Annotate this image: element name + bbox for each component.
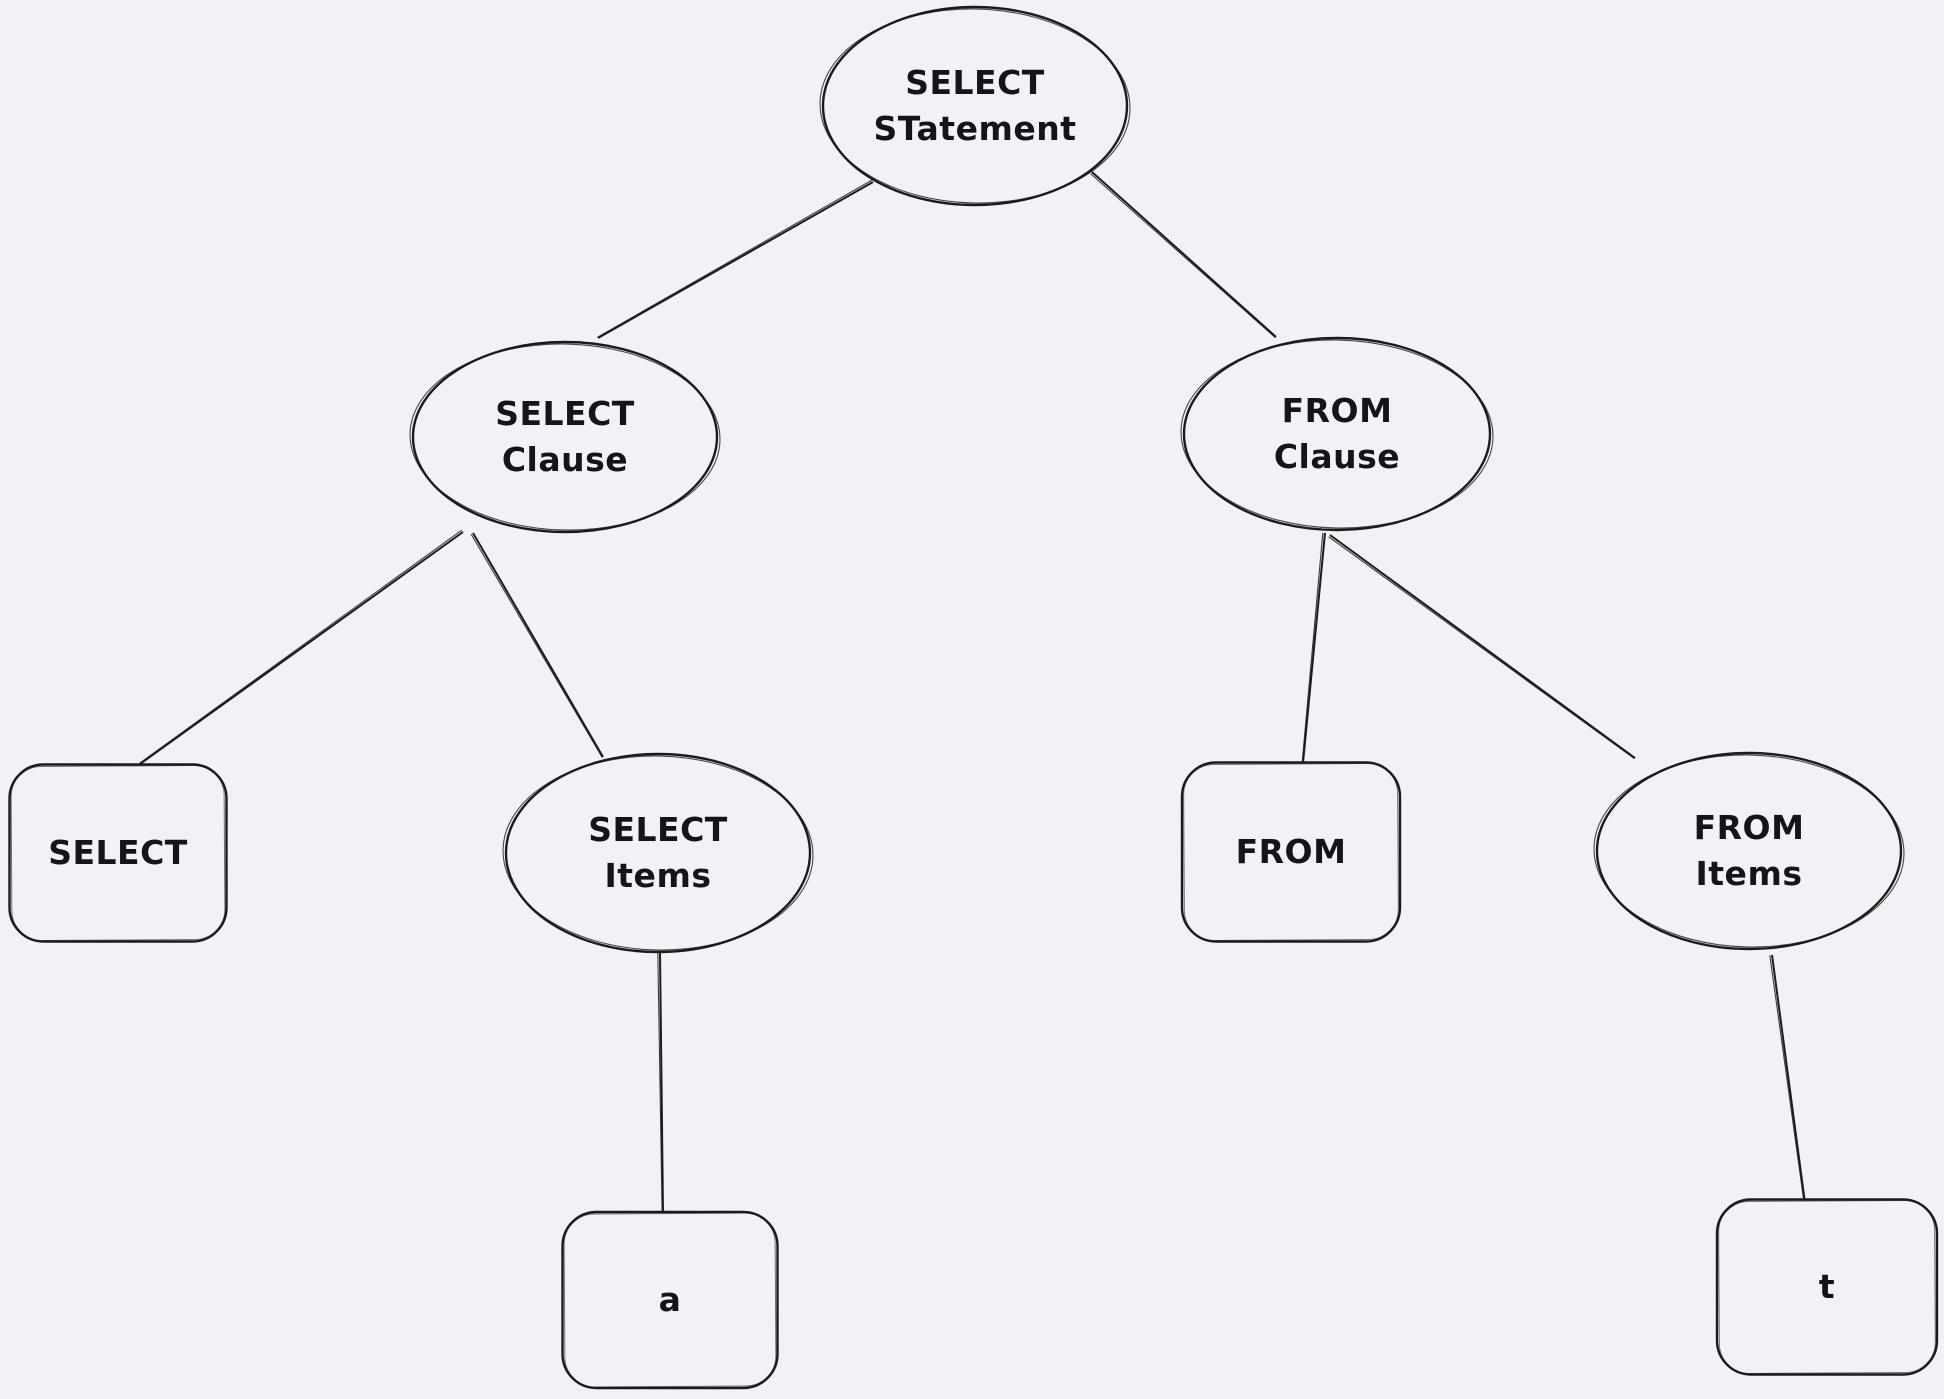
node-select_clause-shape bbox=[411, 340, 719, 534]
node-a_leaf-shape bbox=[561, 1210, 779, 1390]
edge-root-select_clause-sketch-pass bbox=[597, 179, 873, 338]
edge-select_items-a_leaf bbox=[659, 951, 664, 1214]
node-select_items-shape bbox=[504, 752, 812, 954]
node-select_keyword-shape-sketch-pass bbox=[10, 765, 226, 941]
node-from_items-shape-sketch-pass bbox=[1593, 754, 1905, 948]
edge-from_clause-from_items bbox=[1329, 534, 1636, 759]
node-from_items-shape bbox=[1595, 751, 1903, 951]
edge-root-select_clause bbox=[597, 181, 874, 339]
node-a_leaf-shape-sketch-pass bbox=[563, 1212, 777, 1388]
node-select_items-shape-sketch-pass bbox=[502, 755, 814, 951]
edge-from_clause-from_keyword-sketch-pass bbox=[1301, 532, 1324, 763]
node-root-shape-sketch-pass bbox=[819, 8, 1131, 204]
edge-from_clause-from_keyword bbox=[1302, 532, 1326, 764]
node-select_clause-shape-sketch-pass bbox=[409, 343, 721, 531]
edge-from_items-t_leaf bbox=[1771, 954, 1806, 1204]
edge-select_clause-select_keyword bbox=[139, 531, 464, 765]
edge-from_clause-from_items-sketch-pass bbox=[1328, 536, 1635, 760]
node-from_keyword-shape-sketch-pass bbox=[1183, 763, 1399, 941]
edge-select_items-a_leaf-sketch-pass bbox=[657, 952, 663, 1214]
edge-select_clause-select_items-sketch-pass bbox=[470, 533, 603, 758]
node-root-shape bbox=[821, 5, 1129, 207]
node-from_clause-shape bbox=[1182, 336, 1492, 532]
edge-select_clause-select_keyword-sketch-pass bbox=[139, 529, 463, 764]
node-from_keyword-shape bbox=[1180, 761, 1402, 943]
edge-from_items-t_leaf-sketch-pass bbox=[1769, 955, 1805, 1204]
node-from_clause-shape-sketch-pass bbox=[1180, 339, 1494, 529]
node-t_leaf-shape-sketch-pass bbox=[1718, 1200, 1936, 1374]
edge-select_clause-select_items bbox=[472, 532, 604, 758]
node-t_leaf-shape bbox=[1715, 1198, 1939, 1376]
node-select_keyword-shape bbox=[8, 763, 228, 943]
edge-root-from_clause-sketch-pass bbox=[1090, 173, 1276, 339]
edge-root-from_clause bbox=[1091, 171, 1277, 338]
